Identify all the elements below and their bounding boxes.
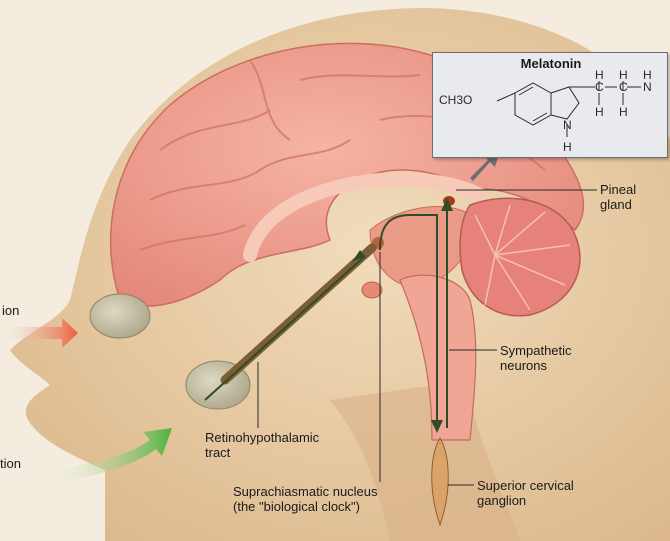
retinohypothalamic-tract-label: Retinohypothalamic tract (205, 430, 319, 460)
scn-label-line1: Suprachiasmatic nucleus (233, 484, 378, 499)
ganglion-label-line1: Superior cervical (477, 478, 574, 493)
ring-nitrogen: N (563, 119, 572, 132)
retinohypothalamic-label-line1: Retinohypothalamic (205, 430, 319, 445)
pituitary (362, 282, 382, 298)
ring-hydrogen: H (563, 141, 572, 154)
sympathetic-label-line1: Sympathetic (500, 343, 572, 358)
suprachiasmatic-nucleus-label: Suprachiasmatic nucleus (the "biological… (233, 484, 378, 514)
methoxy-group: CH3O (439, 94, 472, 107)
melatonin-inset: Melatonin CH3O N H (432, 52, 668, 158)
sympathetic-neurons-label: Sympathetic neurons (500, 343, 572, 373)
superior-cervical-ganglion-label: Superior cervical ganglion (477, 478, 574, 508)
ganglion-label-line2: ganglion (477, 493, 574, 508)
cut-off-label-top: ion (2, 303, 19, 318)
cerebellum (460, 198, 580, 316)
pineal-gland-label-line1: Pineal (600, 182, 636, 197)
scn-label-line2: (the "biological clock") (233, 499, 378, 514)
eye-upper (90, 294, 150, 338)
pineal-gland-label-line2: gland (600, 197, 636, 212)
sympathetic-label-line2: neurons (500, 358, 572, 373)
retinohypothalamic-label-line2: tract (205, 445, 319, 460)
pineal-gland-label: Pineal gland (600, 182, 636, 212)
chain-carbon-1: C (595, 81, 604, 94)
chain-h-bottom-1: H (595, 106, 604, 119)
cut-off-label-bottom: tion (0, 456, 21, 471)
chain-carbon-2: C (619, 81, 628, 94)
chain-nitrogen: N (643, 81, 652, 94)
chain-h-bottom-2: H (619, 106, 628, 119)
